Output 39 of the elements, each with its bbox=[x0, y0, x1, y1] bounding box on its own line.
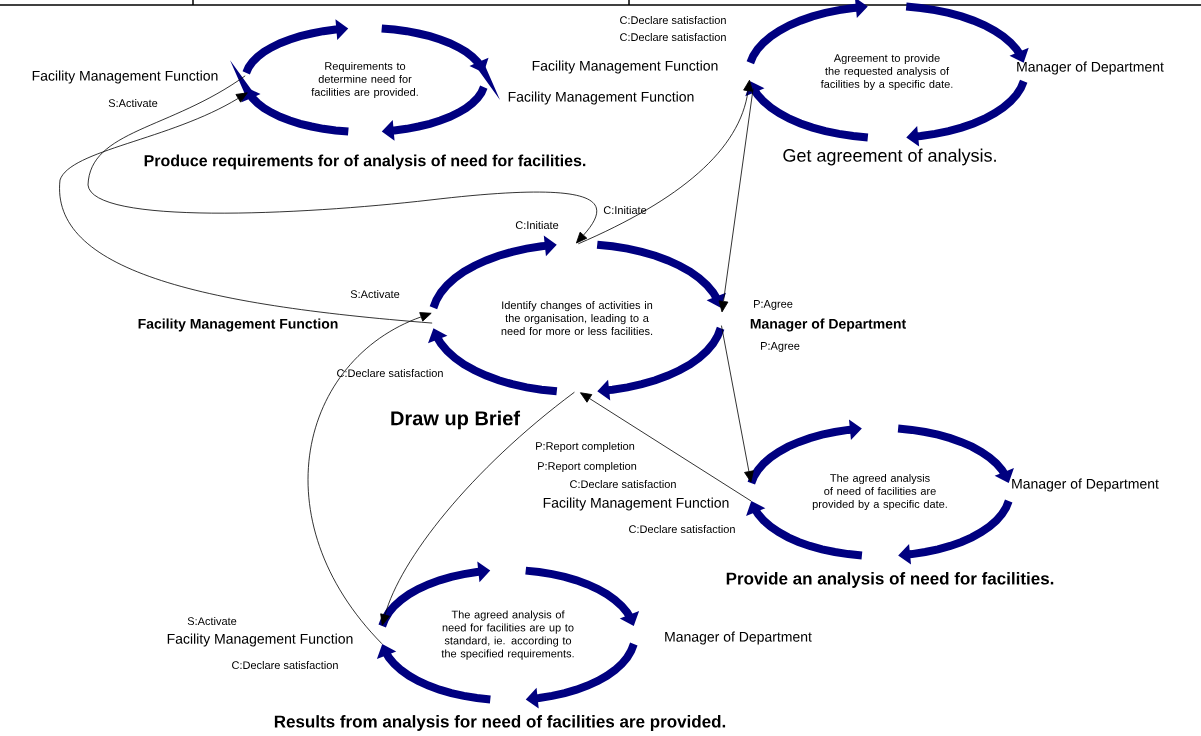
arrow bbox=[721, 325, 754, 483]
role-label: Facility Management Function bbox=[32, 70, 218, 84]
arrow bbox=[577, 79, 753, 245]
flow-label: P:Agree bbox=[761, 342, 800, 352]
role-label: Manager of Department bbox=[1012, 478, 1159, 492]
flow-label: C:Initiate bbox=[603, 205, 647, 215]
arrow bbox=[718, 88, 754, 313]
flow-label: P:Report completion bbox=[538, 461, 637, 473]
loop-title: Get agreement of analysis. bbox=[783, 148, 996, 166]
flow-label: P:Agree bbox=[754, 300, 793, 310]
role-label: Facility Management Function bbox=[543, 497, 729, 511]
flow-label: C:Declare satisfaction bbox=[620, 32, 726, 42]
loop-title: Provide an analysis of need for facilities. bbox=[726, 572, 1054, 588]
flow-label: P:Report completion bbox=[536, 441, 635, 453]
arrow bbox=[307, 312, 432, 645]
flow-label: C:Declare satisfaction bbox=[629, 524, 735, 534]
role-label: Facility Management Function bbox=[167, 633, 353, 647]
arrow bbox=[87, 75, 598, 244]
loop-title: Results from analysis for need of facilities are provided. bbox=[274, 715, 726, 731]
arrow bbox=[580, 392, 752, 502]
loop: The agreed analysis of need for facilities are up to standard, ie. according to the specified requirements. bbox=[376, 561, 640, 709]
role-label: Manager of Department bbox=[750, 318, 906, 332]
flow-label: C:Declare satisfaction bbox=[570, 479, 676, 489]
loop-title: Draw up Brief bbox=[391, 410, 521, 430]
flow-label: S:Activate bbox=[108, 98, 158, 108]
loop-title: Produce requirements for of analysis of need for facilities. bbox=[144, 154, 586, 170]
role-label: Manager of Department bbox=[1017, 61, 1164, 75]
flow-label: S:Activate bbox=[187, 616, 237, 626]
flow-label: S:Activate bbox=[350, 289, 400, 299]
role-label: Manager of Department bbox=[665, 631, 812, 645]
loop: Requirements to determine need for facilities are provided. bbox=[230, 19, 500, 141]
arrow bbox=[380, 391, 575, 626]
role-label: Facility Management Function bbox=[138, 318, 338, 332]
role-label: Facility Management Function bbox=[532, 60, 718, 74]
flow-label: C:Declare satisfaction bbox=[232, 660, 338, 670]
role-label: Facility Management Function bbox=[508, 91, 694, 105]
flow-label: C:Declare satisfaction bbox=[620, 15, 726, 25]
flow-label: C:Declare satisfaction bbox=[337, 368, 443, 378]
arrow bbox=[59, 92, 433, 324]
